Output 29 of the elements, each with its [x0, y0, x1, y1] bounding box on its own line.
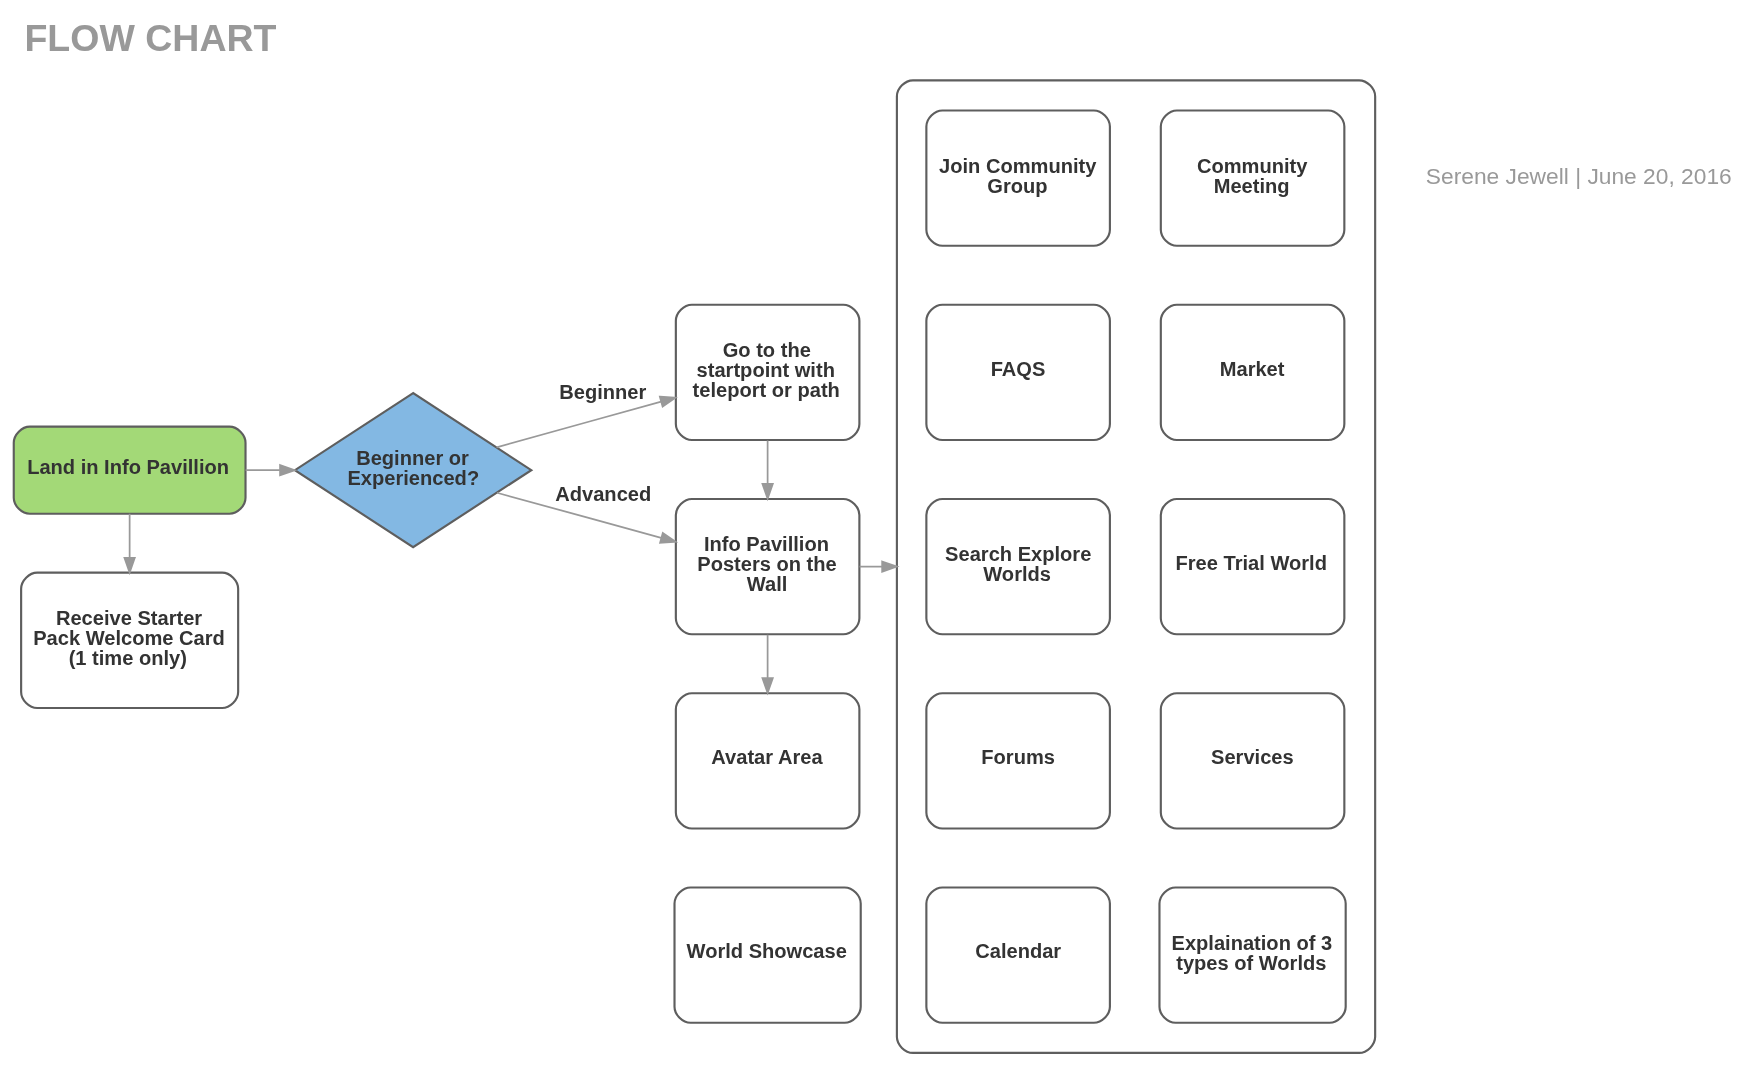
- node-box: Receive Starter Pack Welcome Card (1 time only): [20, 571, 240, 709]
- edge-label: Advanced: [555, 482, 652, 505]
- node-box: Info Pavillion Posters on the Wall: [674, 497, 861, 635]
- arrow: [761, 439, 774, 501]
- arrow: [244, 463, 298, 477]
- node-box: Go to the startpoint with teleport or path: [674, 303, 861, 441]
- node-box: Services: [1159, 691, 1346, 830]
- node-box: Free Trial World: [1159, 497, 1346, 635]
- arrow: [496, 491, 679, 544]
- node-box: Community Meeting: [1159, 108, 1346, 247]
- diagram-title: FLOW CHART: [24, 16, 277, 59]
- arrow: [761, 633, 774, 696]
- label: Serene Jewell | June 20, 2016: [1425, 162, 1732, 189]
- node-box: FAQS: [925, 303, 1111, 441]
- arrow: [123, 512, 136, 575]
- node-box: Forums: [925, 691, 1111, 830]
- edge-label: Beginner: [559, 380, 647, 403]
- node-box: Land in Info Pavillion: [12, 425, 247, 515]
- node-box: Market: [1159, 303, 1346, 441]
- node-box: Calendar: [925, 885, 1111, 1024]
- cluster: [895, 78, 1377, 1054]
- node-diamond: Beginner or Experienced?: [293, 391, 534, 548]
- node-box: Join Community Group: [925, 108, 1111, 247]
- node-box: World Showcase: [673, 885, 862, 1024]
- node-box: Search Explore Worlds: [925, 497, 1111, 635]
- arrow: [495, 395, 678, 448]
- arrow: [858, 559, 900, 573]
- node-box: Avatar Area: [674, 691, 861, 830]
- node-box: Explaination of 3 types of Worlds: [1158, 885, 1347, 1024]
